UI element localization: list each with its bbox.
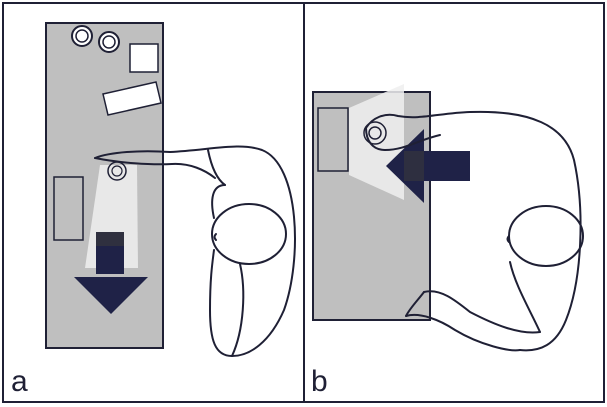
square-item-a bbox=[129, 43, 159, 73]
round-items-a bbox=[71, 25, 120, 53]
light-beam-b bbox=[349, 84, 404, 200]
panel-label-a: a bbox=[11, 365, 28, 398]
panel-label-b: b bbox=[311, 365, 328, 398]
person-top-view-icon-b bbox=[365, 110, 584, 352]
panel-b: b bbox=[311, 84, 584, 398]
arrow-down-icon bbox=[74, 232, 148, 314]
arrow-left-icon bbox=[386, 129, 470, 203]
panel-a: a bbox=[11, 22, 296, 398]
side-slot-a bbox=[53, 176, 84, 241]
scanned-item-a-inner bbox=[111, 165, 123, 177]
tilted-card-a bbox=[102, 81, 162, 116]
person-top-view-icon bbox=[94, 145, 296, 357]
side-slot-b bbox=[317, 107, 349, 172]
scanned-item-b bbox=[363, 121, 387, 145]
